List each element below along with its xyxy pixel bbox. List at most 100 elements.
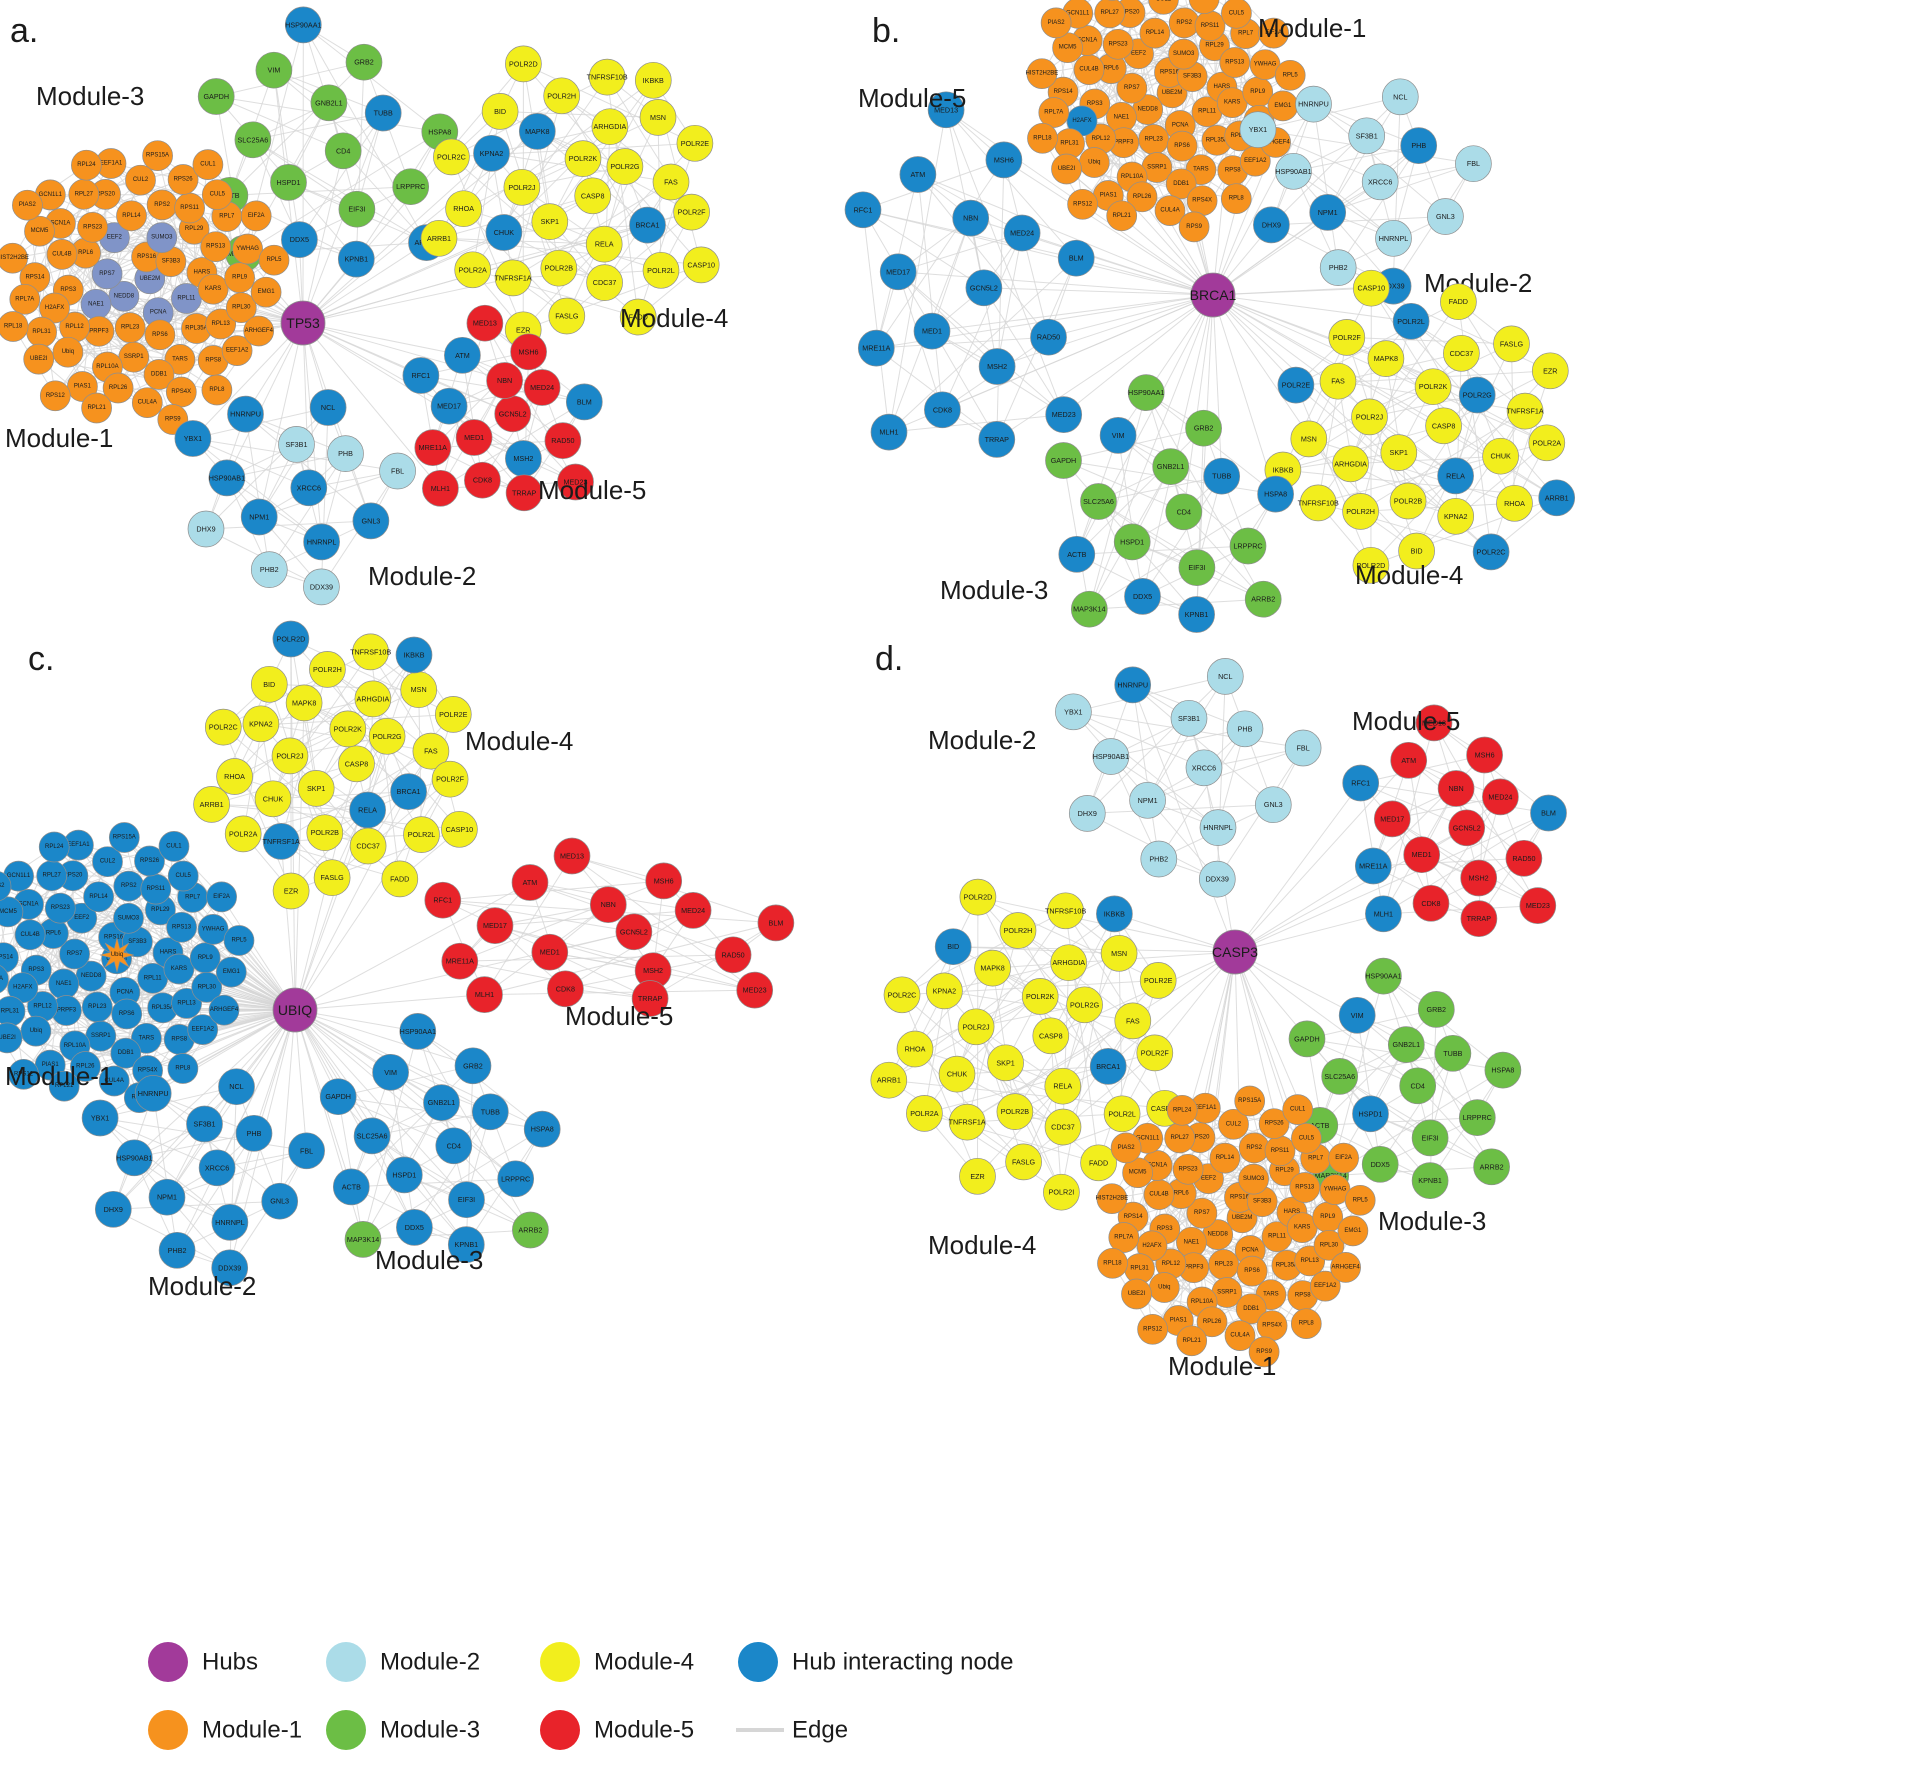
node-circle[interactable] — [1196, 1306, 1228, 1338]
node-HSPD1[interactable]: HSPD1 — [270, 164, 307, 201]
node-RPL8[interactable]: RPL8 — [1290, 1308, 1322, 1340]
node-circle[interactable] — [1219, 47, 1251, 78]
node-VIM[interactable]: VIM — [1099, 417, 1137, 454]
node-circle[interactable] — [1437, 770, 1475, 807]
node-CUL2[interactable]: CUL2 — [1218, 1108, 1249, 1140]
hub-circle[interactable] — [272, 987, 318, 1033]
node-RPS9[interactable]: RPS9 — [1248, 1336, 1280, 1368]
node-circle[interactable] — [588, 58, 626, 96]
node-FASLG[interactable]: FASLG — [1005, 1143, 1042, 1181]
node-POLR2E[interactable]: POLR2E — [1139, 962, 1177, 999]
node-circle[interactable] — [619, 298, 657, 336]
node-SSRP1[interactable]: SSRP1 — [118, 341, 150, 373]
node-circle[interactable] — [392, 168, 430, 206]
node-circle[interactable] — [1103, 1095, 1141, 1133]
node-circle[interactable] — [1044, 1067, 1082, 1105]
node-NPM1[interactable]: NPM1 — [148, 1178, 186, 1216]
node-circle[interactable] — [959, 878, 997, 916]
node-circle[interactable] — [870, 1061, 908, 1099]
node-circle[interactable] — [996, 1093, 1034, 1130]
node-circle[interactable] — [441, 942, 479, 980]
node-RPL14[interactable]: RPL14 — [1209, 1142, 1241, 1174]
node-HNRNPU[interactable]: HNRNPU — [1114, 666, 1152, 704]
node-circle[interactable] — [1030, 318, 1067, 356]
node-HNRNPL[interactable]: HNRNPL — [1199, 809, 1237, 846]
node-circle[interactable] — [232, 233, 263, 265]
node-circle[interactable] — [319, 1078, 357, 1116]
node-circle[interactable] — [272, 620, 310, 658]
node-circle[interactable] — [1473, 1148, 1510, 1186]
node-circle[interactable] — [1411, 1119, 1449, 1157]
node-circle[interactable] — [288, 1132, 325, 1170]
node-SSRP1[interactable]: SSRP1 — [1141, 152, 1173, 183]
node-circle[interactable] — [242, 705, 280, 743]
node-circle[interactable] — [424, 881, 462, 919]
node-Ubiq[interactable]: Ubiq — [20, 1015, 52, 1047]
node-PIAS2[interactable]: PIAS2 — [12, 189, 43, 221]
node-HSP90AA1[interactable]: HSP90AA1 — [284, 6, 322, 44]
node-TUBB[interactable]: TUBB — [471, 1093, 509, 1131]
node-RPL18[interactable]: RPL18 — [1027, 122, 1058, 154]
node-GAPDH[interactable]: GAPDH — [197, 78, 235, 115]
node-circle[interactable] — [1361, 1145, 1399, 1183]
node-circle[interactable] — [1472, 533, 1510, 571]
node-circle[interactable] — [1399, 1067, 1437, 1105]
node-circle[interactable] — [187, 510, 225, 548]
node-circle[interactable] — [1186, 1197, 1218, 1229]
node-CUL4A[interactable]: CUL4A — [131, 387, 163, 419]
node-MED24[interactable]: MED24 — [1003, 214, 1041, 252]
hub-node-ubiq[interactable]: UBIQ — [272, 987, 318, 1033]
node-TRRAP[interactable]: TRRAP — [631, 980, 669, 1017]
node-XRCC6[interactable]: XRCC6 — [1185, 749, 1223, 787]
node-circle[interactable] — [1170, 699, 1208, 737]
node-POLR2C[interactable]: POLR2C — [204, 708, 242, 746]
node-KARS[interactable]: KARS — [197, 273, 229, 305]
node-circle[interactable] — [540, 249, 578, 287]
node-circle[interactable] — [557, 463, 594, 501]
node-TNFRSF10B[interactable]: TNFRSF10B — [1045, 892, 1086, 930]
node-UBE2I[interactable]: UBE2I — [23, 343, 55, 375]
node-circle[interactable] — [523, 1110, 561, 1148]
node-circle[interactable] — [23, 343, 55, 375]
node-EEF1A2[interactable]: EEF1A2 — [221, 335, 253, 366]
node-circle[interactable] — [1425, 407, 1462, 445]
node-circle[interactable] — [1352, 546, 1390, 584]
node-PHB[interactable]: PHB — [327, 435, 364, 472]
node-PHB2[interactable]: PHB2 — [250, 551, 288, 588]
node-circle[interactable] — [205, 308, 237, 340]
node-RPL5[interactable]: RPL5 — [258, 244, 290, 276]
node-EMG1[interactable]: EMG1 — [215, 956, 247, 988]
node-RFC1[interactable]: RFC1 — [402, 357, 440, 394]
node-NCL[interactable]: NCL — [1381, 78, 1419, 116]
node-circle[interactable] — [1506, 392, 1544, 430]
node-KPNA2[interactable]: KPNA2 — [1437, 497, 1475, 535]
node-circle[interactable] — [303, 523, 340, 561]
node-circle[interactable] — [510, 333, 547, 371]
node-FASLG[interactable]: FASLG — [548, 297, 586, 335]
node-circle[interactable] — [385, 1156, 423, 1194]
node-circle[interactable] — [113, 902, 144, 934]
node-HNRNPL[interactable]: HNRNPL — [303, 523, 340, 561]
node-NPM1[interactable]: NPM1 — [240, 498, 278, 536]
node-circle[interactable] — [676, 124, 714, 162]
node-RPS11[interactable]: RPS11 — [1194, 10, 1226, 42]
node-circle[interactable] — [1387, 1026, 1425, 1063]
node-circle[interactable] — [1414, 368, 1452, 406]
node-circle[interactable] — [924, 391, 961, 429]
node-circle[interactable] — [192, 149, 224, 180]
node-circle[interactable] — [934, 928, 972, 966]
node-SLC25A6[interactable]: SLC25A6 — [1321, 1058, 1359, 1095]
node-RELA[interactable]: RELA — [1437, 457, 1474, 495]
node-RPL23[interactable]: RPL23 — [114, 312, 146, 343]
node-circle[interactable] — [191, 971, 223, 1003]
node-NBN[interactable]: NBN — [589, 886, 627, 923]
node-RPL13[interactable]: RPL13 — [205, 308, 237, 340]
node-circle[interactable] — [422, 469, 459, 507]
node-circle[interactable] — [353, 1117, 391, 1155]
node-NAE1[interactable]: NAE1 — [48, 968, 80, 1000]
node-MSH2[interactable]: MSH2 — [634, 952, 672, 990]
node-FBL[interactable]: FBL — [379, 452, 416, 490]
node-circle[interactable] — [999, 912, 1037, 949]
node-IKBKB[interactable]: IKBKB — [395, 636, 433, 674]
node-RPL14[interactable]: RPL14 — [83, 881, 114, 913]
